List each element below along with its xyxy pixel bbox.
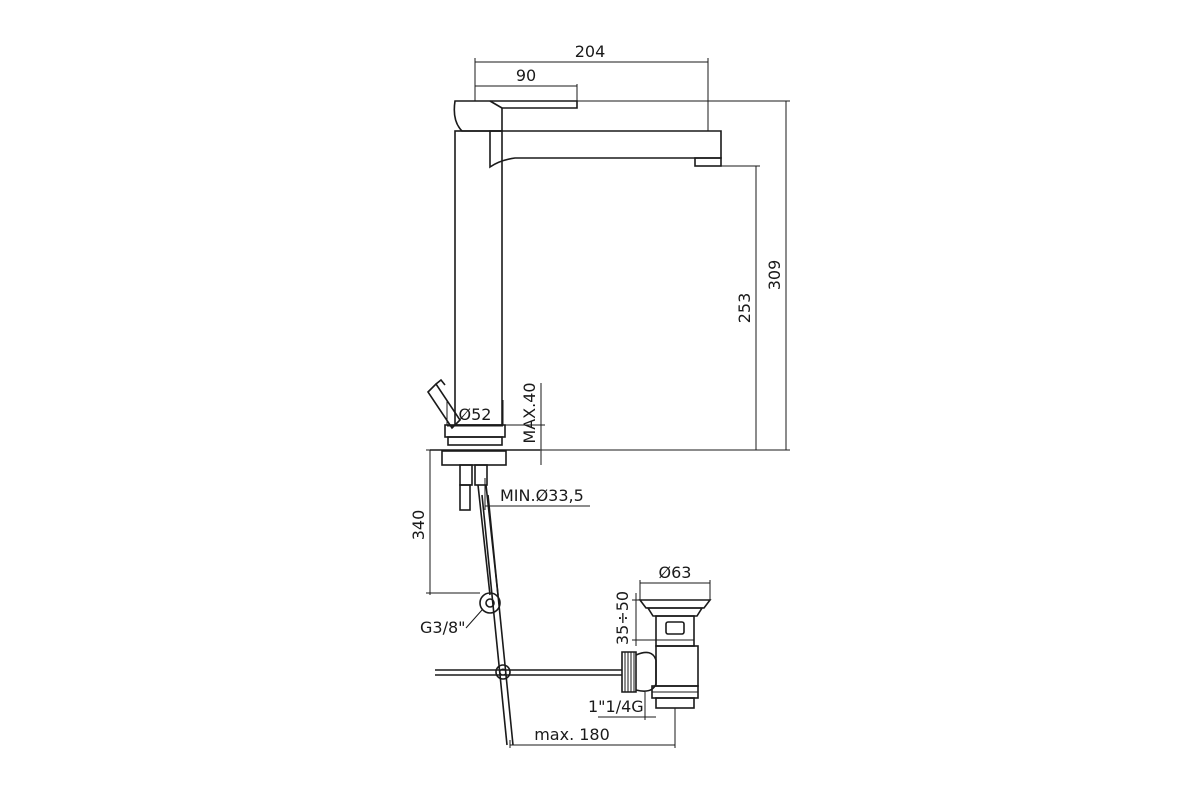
dim-rod-max: max. 180 [534,725,610,744]
underdeck-fittings [430,449,622,746]
dim-waste-range: 35÷50 [613,591,632,645]
dim-overall-reach: 204 [575,42,606,61]
dim-connection-thread: G3/8" [420,618,466,637]
dim-waste-thread: 1"1/4G [588,697,644,716]
faucet-body [426,100,722,446]
dim-total-height: 309 [765,260,784,291]
dim-hose-length: 340 [409,510,428,541]
dim-base-diameter: Ø52 [459,405,492,424]
dim-lever-reach: 90 [516,66,536,85]
dimension-lines [426,58,790,748]
dimension-labels: 204 90 309 253 Ø52 MAX.40 MIN.Ø33,5 340 … [409,42,784,744]
dim-spout-height: 253 [735,293,754,324]
dim-min-hole-diameter: MIN.Ø33,5 [500,486,584,505]
dim-max-deck-thickness: MAX.40 [520,382,539,443]
dim-waste-diameter: Ø63 [659,563,692,582]
waste-assembly [621,599,712,709]
